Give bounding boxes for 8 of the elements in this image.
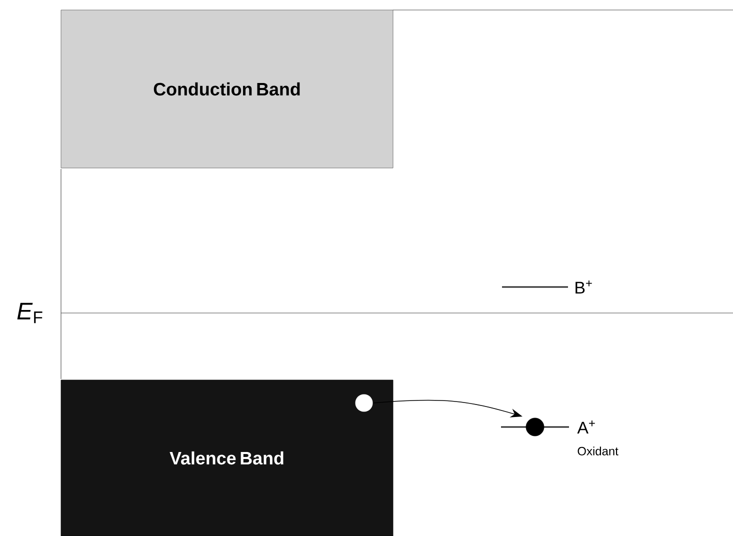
band-box: Conduction Band xyxy=(60,10,394,168)
hole-circle xyxy=(354,394,374,412)
electron-circle xyxy=(526,418,544,436)
level-label: Oxidant xyxy=(578,446,618,456)
level-label: B$^{+}$ xyxy=(576,280,592,294)
fermi-level-label: E$_{F}$ xyxy=(17,302,42,324)
level-label: A$^{+}$ xyxy=(577,420,595,434)
band-box: Valence Band xyxy=(60,380,394,536)
